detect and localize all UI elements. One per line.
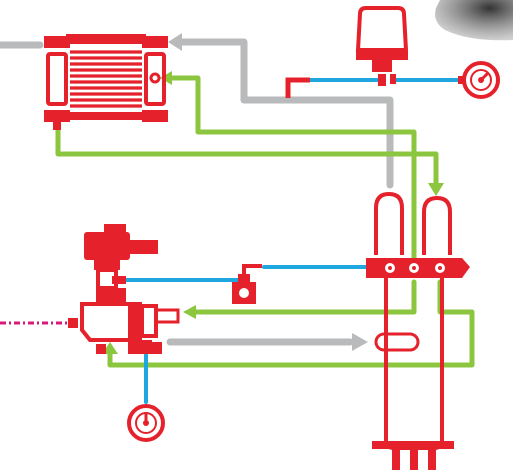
- pressure-gauge-top: [458, 63, 498, 97]
- pump-icon: [82, 304, 130, 340]
- radiator-fins: [70, 52, 142, 106]
- pressure-switch: [232, 266, 262, 304]
- radiator-port: [151, 74, 159, 82]
- radiator-bottom-plate: [66, 112, 146, 120]
- valve-icon: [84, 232, 130, 260]
- green-coolant-line: [58, 78, 472, 365]
- expansion-tank: [288, 8, 408, 98]
- gray-arrowhead-right: [352, 333, 368, 351]
- manifold: [366, 258, 470, 278]
- radiator-top-plate: [66, 34, 146, 44]
- radiator-cooler: [46, 34, 166, 130]
- gauge-icon: [129, 406, 163, 440]
- green-arrowhead-pump: [183, 305, 196, 319]
- gray-arrowhead-top: [168, 33, 182, 51]
- green-arrowhead-tank: [428, 183, 444, 196]
- pump-assembly: [82, 288, 178, 354]
- magenta-line-end: [68, 318, 78, 328]
- corner-shadow-shape: [435, 0, 513, 40]
- blue-signal-line: [124, 80, 458, 402]
- gauge-icon: [464, 63, 498, 97]
- heat-exchanger-icon: [46, 38, 166, 120]
- pressure-gauge-bottom: [129, 406, 163, 440]
- tank-icon: [358, 8, 406, 50]
- vessel-sight-glass: [376, 334, 418, 350]
- gray-return-line: [0, 42, 390, 342]
